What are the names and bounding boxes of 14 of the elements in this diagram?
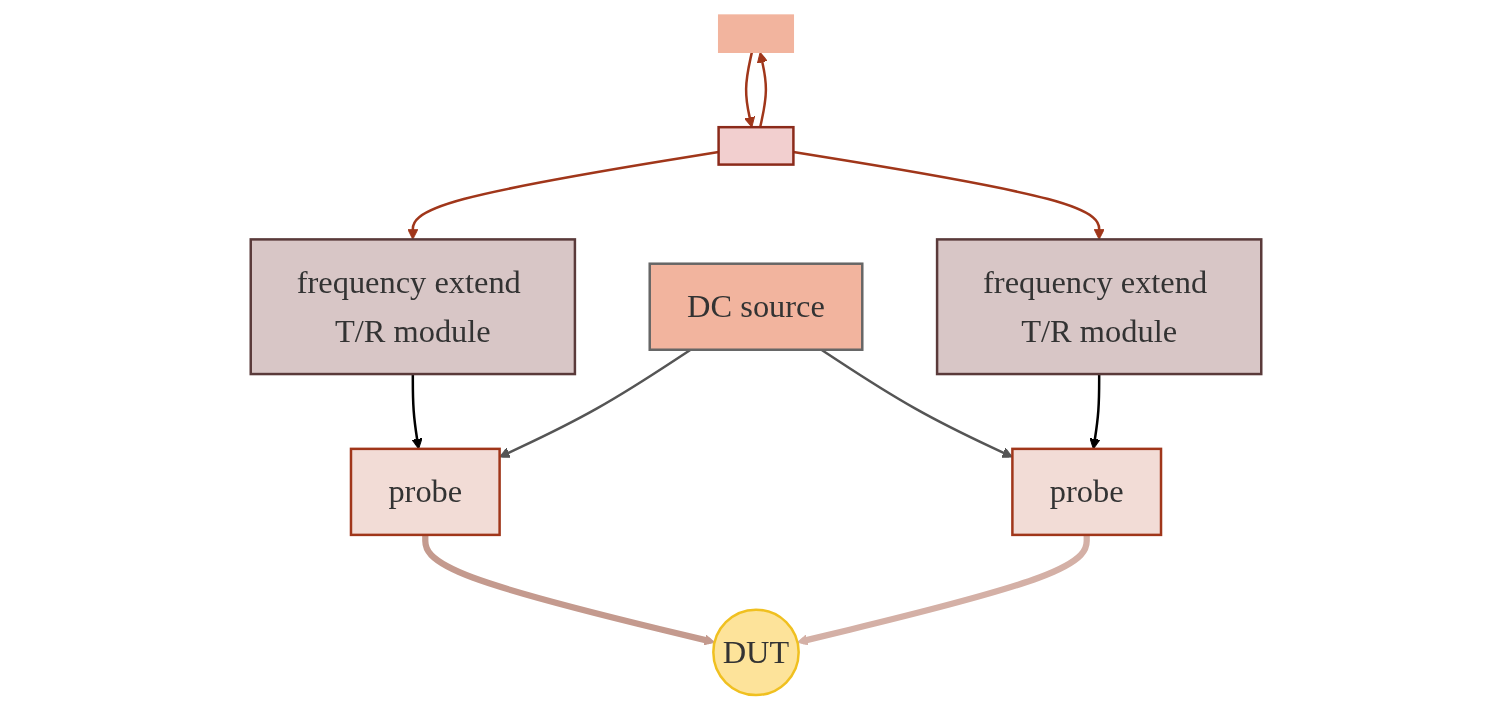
node-box: frequency extend T/R module [249,238,577,376]
node-box [717,125,795,166]
node-circle: DUT [712,608,800,697]
node-box: DC source [648,262,864,351]
node-box: probe [1011,447,1163,537]
node-box [717,14,795,53]
arrow [756,51,768,128]
arrow [744,52,756,128]
node-box: frequency extend T/R module [935,238,1263,376]
node-box: probe [349,447,501,537]
arrow [407,150,719,240]
arrow [793,150,1105,240]
arrow [422,534,716,646]
arrow [796,534,1090,646]
